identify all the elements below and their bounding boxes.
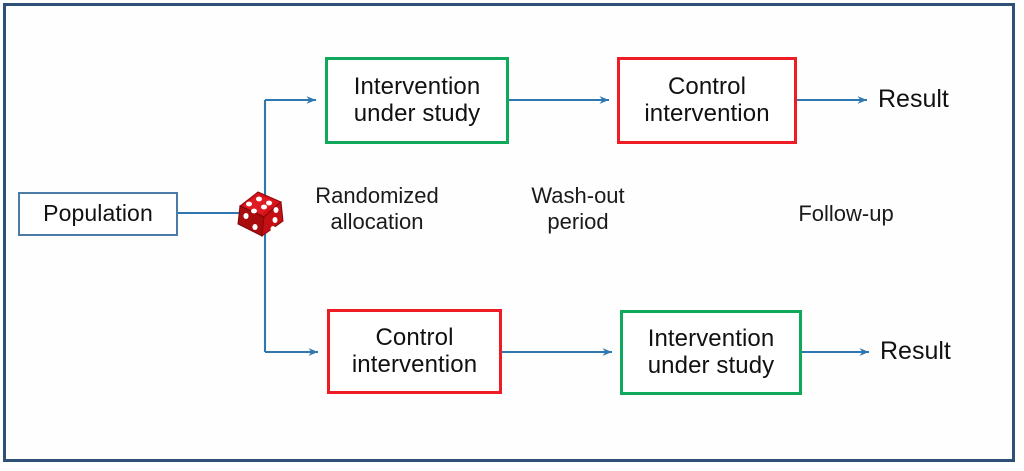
node-bottom-intervention[interactable]: Intervention under study [620, 310, 802, 395]
node-bottom-control-label: Control intervention [351, 323, 478, 378]
dice-icon [237, 191, 284, 238]
node-top-intervention-label: Intervention under study [353, 72, 481, 127]
node-top-control[interactable]: Control intervention [617, 57, 797, 144]
node-top-control-label: Control intervention [644, 72, 770, 127]
node-population[interactable]: Population [18, 192, 178, 236]
node-bottom-control[interactable]: Control intervention [327, 309, 502, 394]
label-bottom-result: Result [880, 337, 951, 365]
node-top-intervention[interactable]: Intervention under study [325, 57, 509, 144]
node-population-label: Population [43, 200, 153, 227]
label-top-result: Result [878, 85, 949, 113]
caption-follow-up: Follow-up [798, 201, 894, 226]
caption-wash-out-period: Wash-out period [531, 183, 625, 234]
node-bottom-intervention-label: Intervention under study [647, 324, 775, 379]
caption-randomized-allocation: Randomized allocation [315, 183, 439, 234]
